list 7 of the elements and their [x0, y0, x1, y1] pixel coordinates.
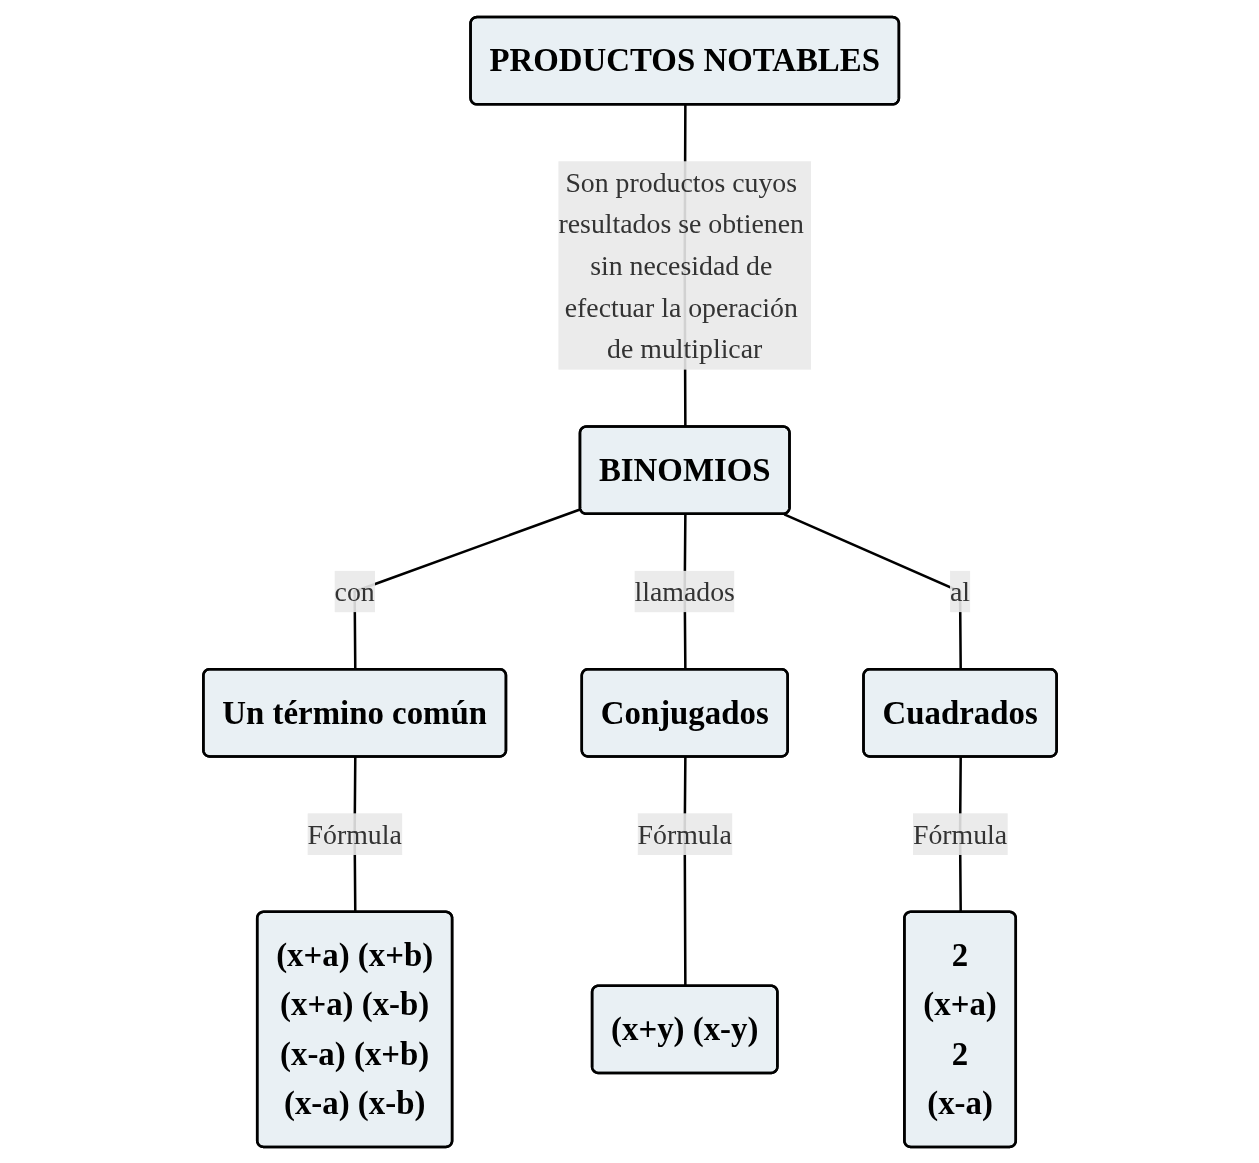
- edge-label: Fórmula: [307, 817, 402, 850]
- edge-label: con: [334, 575, 375, 607]
- edge-label: Fórmula: [637, 817, 732, 850]
- edge-label: Son productos cuyos resultados se obtienen sin necesidad de efectuar la operación de multiplicar: [557, 165, 804, 365]
- edge-label: al: [949, 575, 970, 607]
- edge-label: llamados: [634, 575, 735, 607]
- edge-label: Fórmula: [912, 817, 1007, 850]
